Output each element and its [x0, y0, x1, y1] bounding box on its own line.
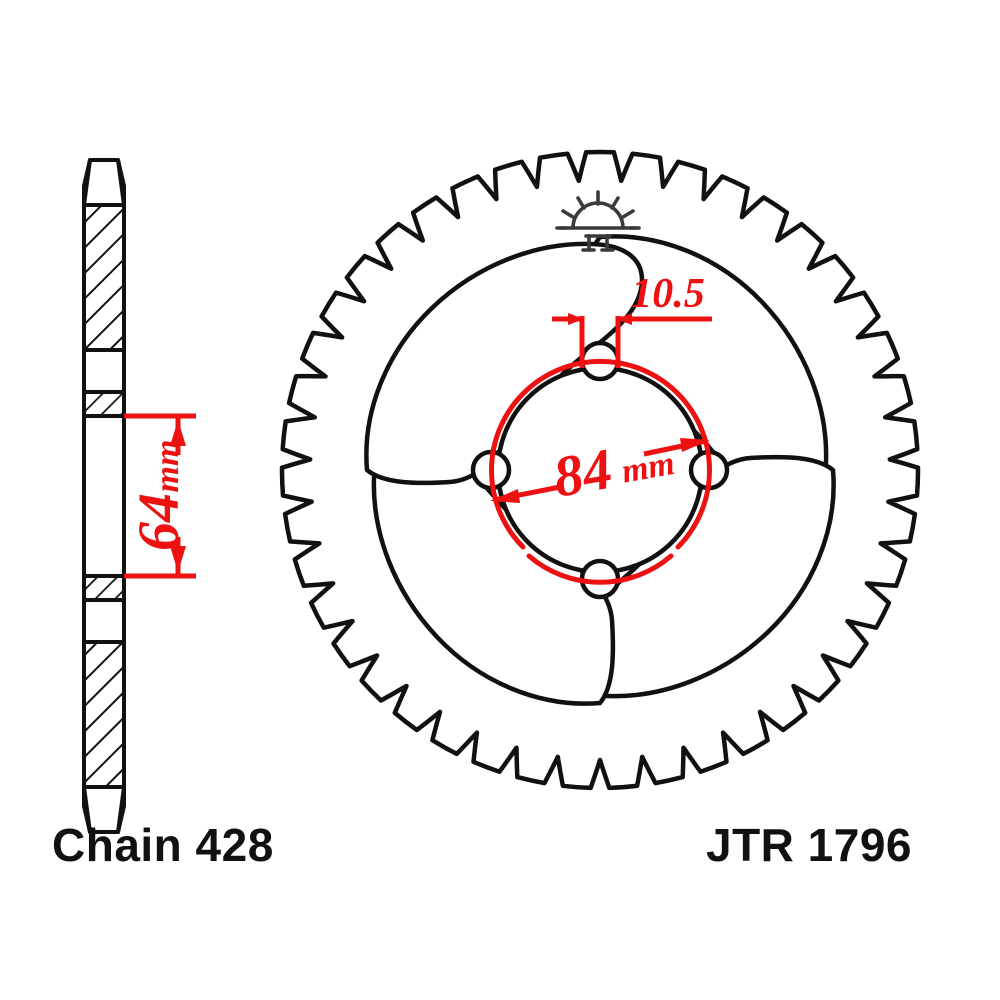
dim64-unit: mm	[149, 440, 186, 493]
dim105-arrow-right	[616, 313, 632, 325]
bolt-hole	[579, 558, 621, 600]
spoke-window	[364, 241, 645, 486]
dim105-label: 10.5	[631, 271, 705, 317]
dim64-arrow-bottom	[170, 546, 186, 572]
side-tip-top	[82, 158, 126, 207]
side-section-view	[82, 158, 126, 834]
face-view	[279, 149, 921, 791]
sunrise-icon	[555, 190, 641, 252]
side-hatch-bottom	[82, 640, 126, 789]
side-hatch-top	[82, 203, 126, 352]
pcd-arc-lower	[526, 553, 674, 585]
dimension-bolt-hole-10-5: 10.5	[552, 271, 712, 368]
dim84-label: 84	[548, 436, 616, 510]
side-hatch-band-bottom	[82, 574, 126, 602]
pcd-arc	[489, 358, 712, 550]
dim105-arrow-left	[568, 313, 584, 325]
dim84-arrow-right	[680, 438, 710, 452]
dim84-unit: mm	[619, 445, 678, 491]
side-gap-bottom	[82, 598, 126, 644]
dim64-arrow-top	[170, 420, 186, 446]
dim84-arrow-left	[490, 489, 520, 503]
side-hatch-band-top	[82, 390, 126, 418]
part-number-label: JTR 1796	[706, 819, 913, 871]
side-tip-bottom	[82, 785, 126, 834]
chain-size-label: Chain 428	[52, 819, 274, 871]
spoke-windows	[364, 234, 836, 706]
dim64-label: 64	[126, 493, 191, 551]
dimension-bolt-circle-84mm: 84 mm	[489, 358, 712, 585]
side-gap-top	[82, 348, 126, 394]
dimension-thickness-64mm: 64 mm	[124, 413, 196, 579]
side-web	[82, 414, 126, 578]
